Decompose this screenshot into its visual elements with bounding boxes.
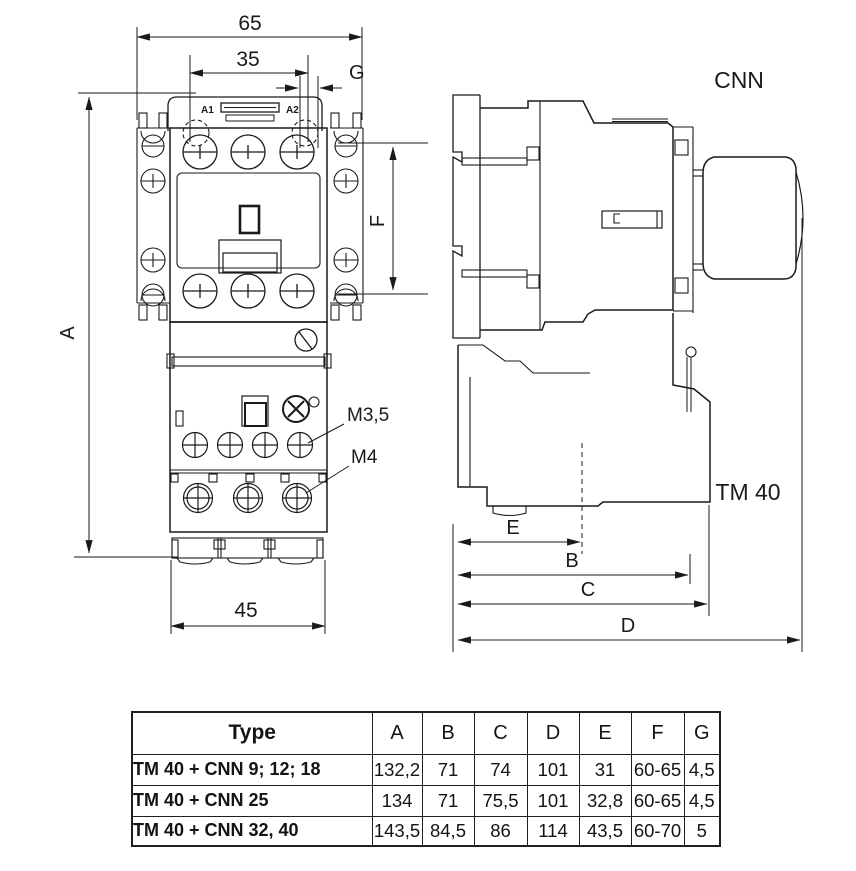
left-rail (136, 112, 170, 321)
table-header-row: Type A B C D E F G (131, 711, 721, 755)
dim-d: D (457, 218, 803, 652)
terminal-a1-screw (182, 119, 210, 147)
dim-45-label: 45 (234, 599, 257, 622)
value-cell: 60-70 (630, 815, 685, 847)
dimension-drawing: 65 35 G A F (57, 12, 804, 652)
value-cell: 132,2 (371, 753, 423, 786)
relay-side-body (457, 313, 711, 554)
relay-fixing-screw (685, 346, 697, 358)
value-cell: 114 (526, 815, 580, 847)
value-cell: 101 (526, 784, 580, 817)
dim-35-label: 35 (236, 48, 259, 71)
value-cell: 74 (473, 753, 528, 786)
value-cell: 60-65 (630, 784, 685, 817)
col-header-d: D (526, 711, 580, 755)
nameplate (218, 239, 282, 274)
dim-65: 65 (136, 12, 363, 120)
main-thread-label: M4 (351, 447, 378, 468)
value-cell: 84,5 (421, 815, 475, 847)
dim-b-label: B (565, 550, 578, 572)
col-header-type: Type (131, 711, 373, 755)
value-cell: 143,5 (371, 815, 423, 847)
indicator-window (238, 204, 261, 235)
dim-c-label: C (581, 579, 595, 601)
value-cell: 71 (421, 753, 475, 786)
dim-a: A (57, 92, 196, 558)
value-cell: 5 (683, 815, 721, 847)
terminal-block (171, 537, 324, 565)
pole-screws-top (182, 134, 315, 170)
type-cell: TM 40 + CNN 25 (131, 784, 373, 817)
main-terminal-screws (182, 482, 313, 514)
dim-e-label: E (506, 517, 519, 539)
table-row: TM 40 + CNN 25 134 71 75,5 101 32,8 60-6… (131, 784, 721, 817)
value-cell: 71 (421, 784, 475, 817)
aux-thread-label: M3,5 (347, 405, 389, 426)
right-rail (330, 112, 364, 321)
dim-b: B (457, 550, 691, 584)
col-header-g: G (683, 711, 721, 755)
table-row: TM 40 + CNN 9; 12; 18 132,2 71 74 101 31… (131, 753, 721, 786)
aux-terminal-screws (181, 431, 314, 459)
value-cell: 32,8 (578, 784, 632, 817)
col-header-f: F (630, 711, 685, 755)
type-cell: TM 40 + CNN 9; 12; 18 (131, 753, 373, 786)
front-view: 65 35 G A F (57, 12, 428, 634)
contactor-side-body (480, 100, 694, 331)
dim-c: C (457, 505, 710, 616)
value-cell: 75,5 (473, 784, 528, 817)
side-mounting-plate (452, 94, 540, 339)
test-button (294, 328, 318, 352)
dim-45: 45 (170, 560, 326, 634)
col-header-a: A (371, 711, 423, 755)
dim-d-label: D (621, 615, 635, 637)
pole-screws-bottom (182, 273, 315, 309)
type-cell: TM 40 + CNN 32, 40 (131, 815, 373, 847)
coil-cylinder (693, 156, 804, 280)
col-header-c: C (473, 711, 528, 755)
terminal-a2-label: A2 (286, 105, 299, 116)
value-cell: 43,5 (578, 815, 632, 847)
thread-labels: M3,5 M4 (305, 405, 389, 494)
reset-button (282, 395, 310, 423)
dim-f: F (338, 142, 428, 295)
relay-front-body (166, 321, 332, 565)
contactor-front-body (169, 127, 328, 323)
dim-a-label: A (57, 326, 79, 340)
terminal-a1-label: A1 (201, 105, 214, 116)
value-cell: 4,5 (683, 784, 721, 817)
dim-e: E (452, 517, 581, 652)
value-cell: 134 (371, 784, 423, 817)
value-cell: 86 (473, 815, 528, 847)
contactor-series-label: CNN (714, 67, 764, 93)
dim-35: 35 (189, 48, 309, 142)
table-row: TM 40 + CNN 32, 40 143,5 84,5 86 114 43,… (131, 815, 721, 847)
dim-g: G (276, 62, 365, 148)
dimensions-table: Type A B C D E F G TM 40 + CNN 9; 12; 18… (131, 711, 721, 847)
dim-65-label: 65 (238, 12, 261, 35)
value-cell: 60-65 (630, 753, 685, 786)
contact-slot (601, 210, 663, 229)
value-cell: 101 (526, 753, 580, 786)
dim-f-label: F (367, 215, 389, 227)
side-view: E B C D CNN TM 40 (452, 67, 804, 652)
terminal-a2-screw (291, 119, 319, 147)
col-header-b: B (421, 711, 475, 755)
col-header-e: E (578, 711, 632, 755)
value-cell: 4,5 (683, 753, 721, 786)
value-cell: 31 (578, 753, 632, 786)
relay-series-label: TM 40 (715, 479, 780, 505)
dim-g-label: G (349, 62, 365, 84)
contactor-top-cap (167, 96, 323, 147)
